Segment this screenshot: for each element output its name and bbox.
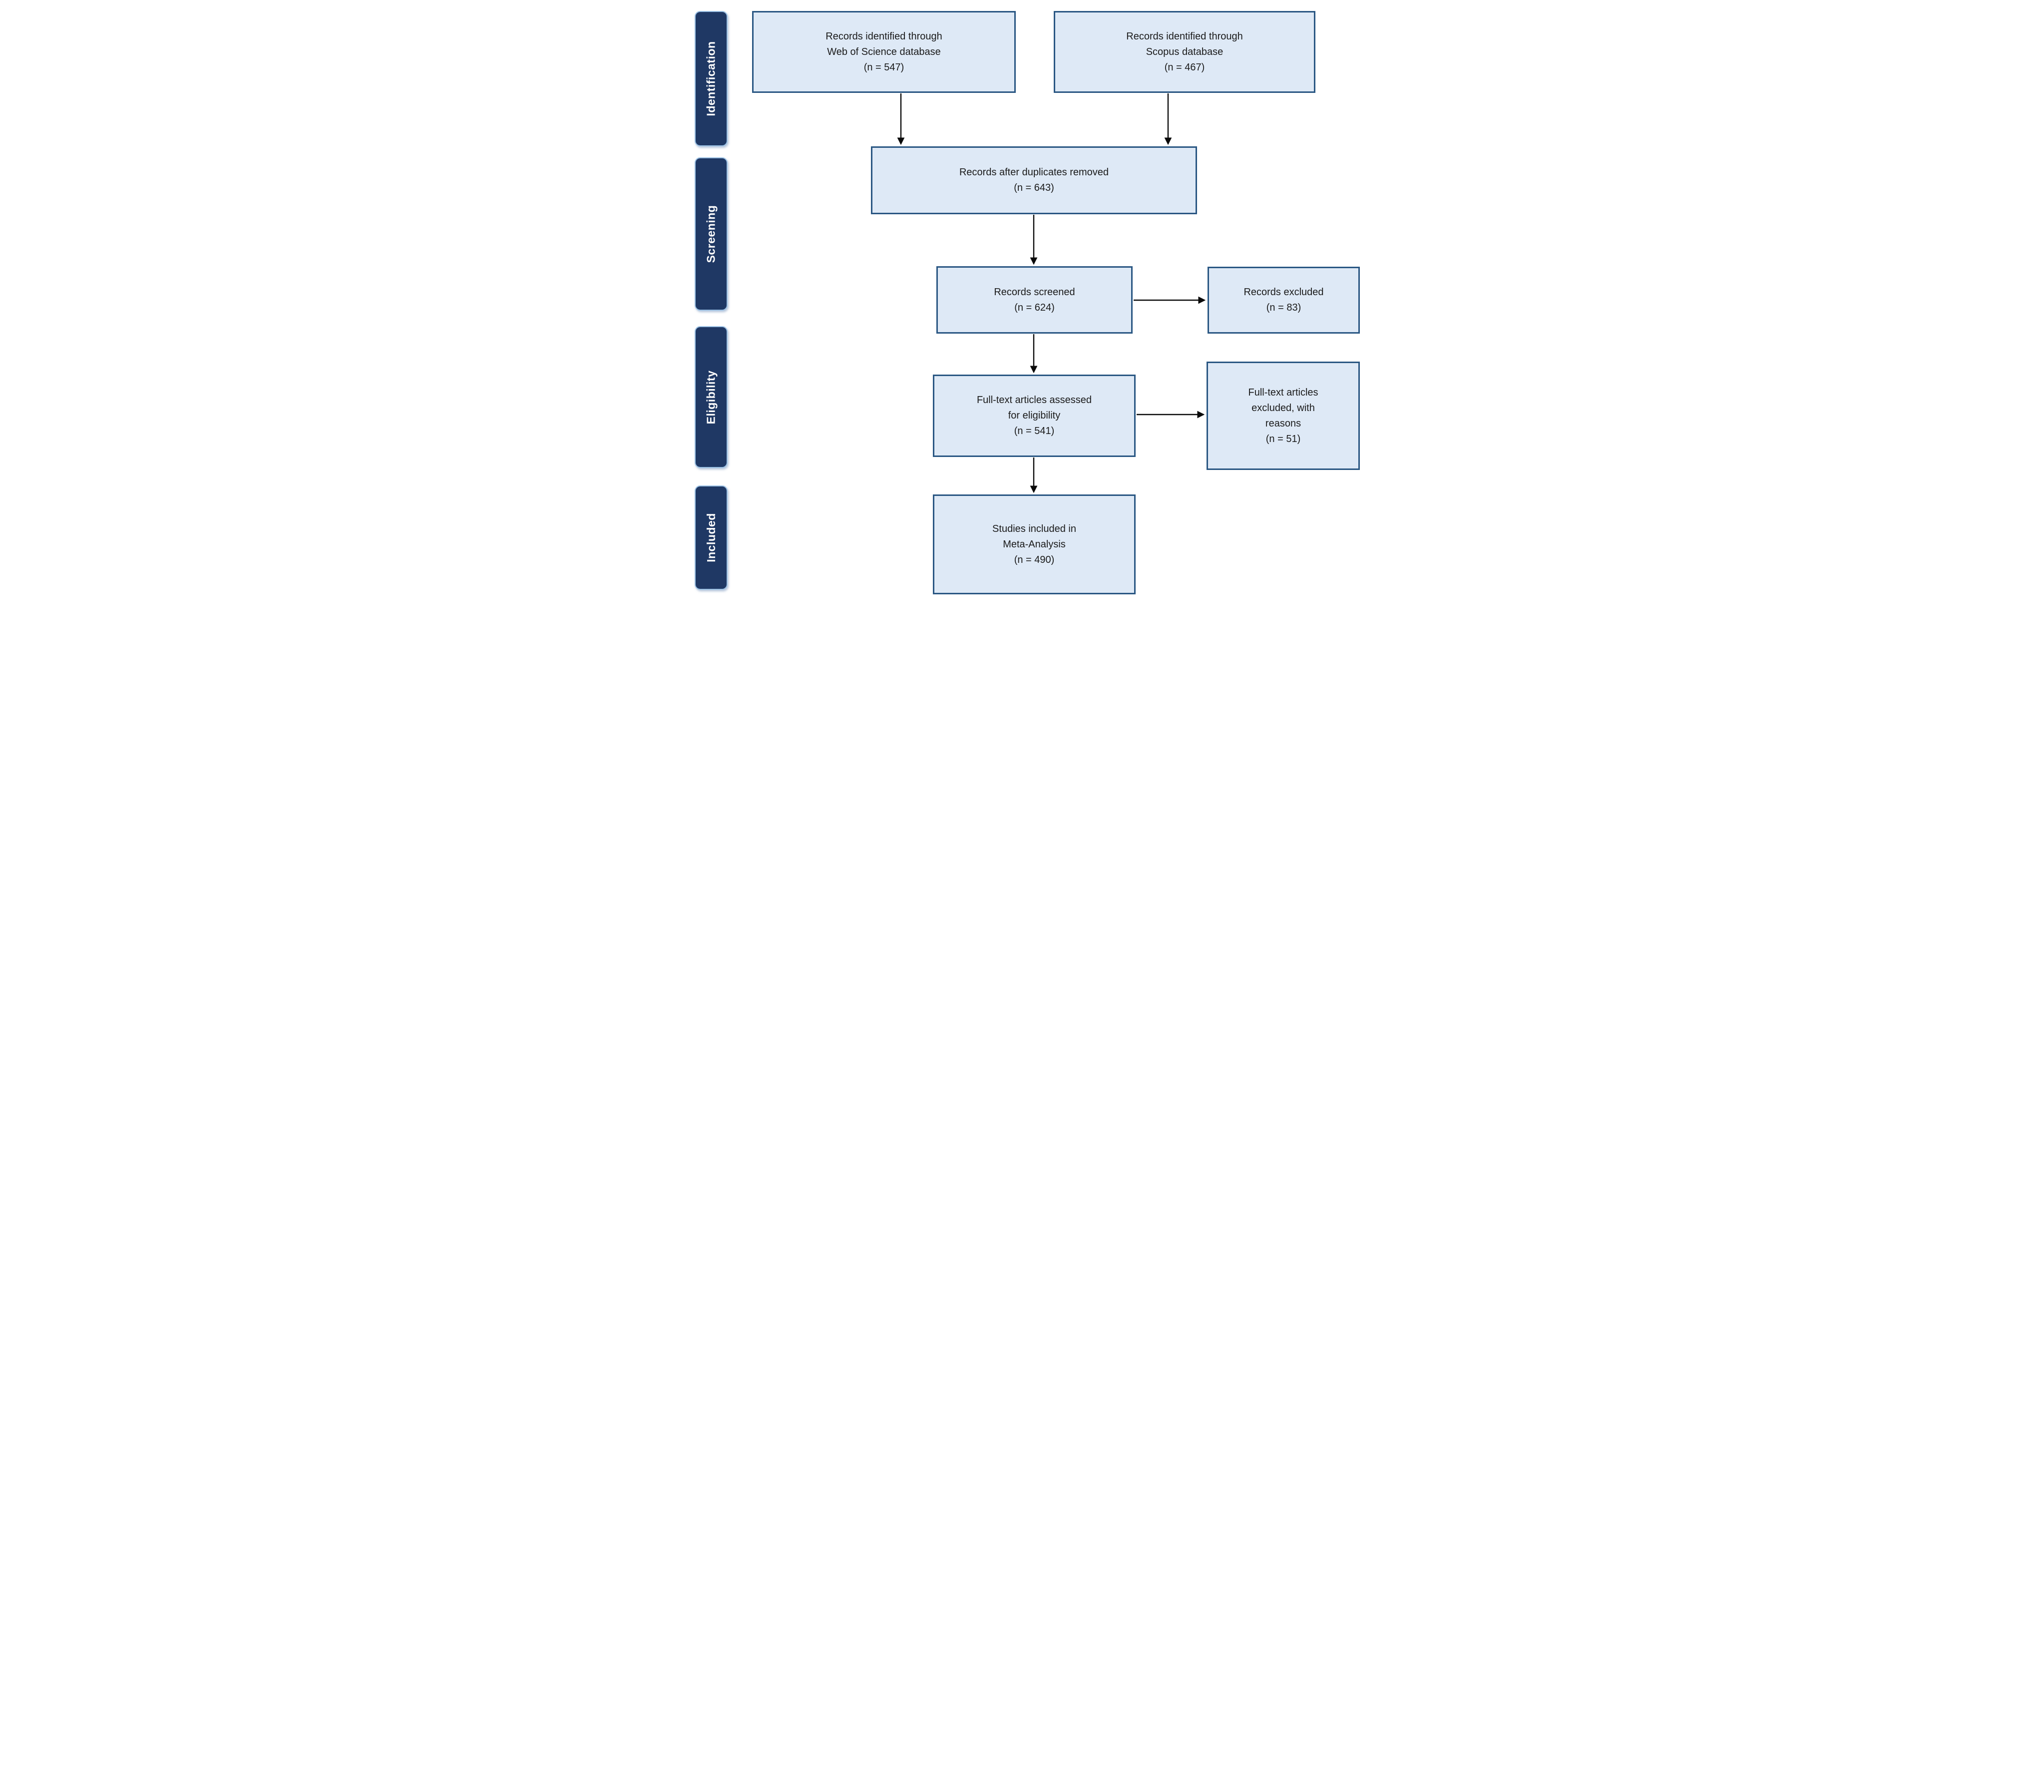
box-records-screened-text: Records screened (n = 624) — [994, 286, 1075, 313]
box-duplicates-removed: Records after duplicates removed (n = 64… — [871, 146, 1197, 214]
prisma-flow-diagram: Identification Screening Eligibility Inc… — [681, 0, 1363, 597]
box-records-identified-scopus: Records identified through Scopus databa… — [1054, 11, 1315, 93]
stage-included-label: Included — [704, 513, 718, 562]
stage-screening: Screening — [695, 157, 728, 311]
box-fulltext-excluded: Full-text articles excluded, with reason… — [1207, 362, 1360, 470]
box-records-identified-scopus-text: Records identified through Scopus databa… — [1126, 30, 1243, 73]
box-fulltext-excluded-text: Full-text articles excluded, with reason… — [1248, 387, 1318, 445]
box-records-excluded: Records excluded (n = 83) — [1208, 267, 1360, 334]
stage-screening-label: Screening — [704, 205, 718, 263]
stage-identification: Identification — [695, 11, 728, 146]
stage-eligibility-label: Eligibility — [704, 370, 718, 424]
box-records-identified-wos: Records identified through Web of Scienc… — [752, 11, 1016, 93]
box-studies-included-text: Studies included in Meta-Analysis (n = 4… — [992, 523, 1076, 565]
stage-identification-label: Identification — [704, 41, 718, 116]
box-studies-included: Studies included in Meta-Analysis (n = 4… — [933, 494, 1136, 594]
box-records-excluded-text: Records excluded (n = 83) — [1243, 287, 1324, 313]
box-records-screened: Records screened (n = 624) — [936, 266, 1133, 334]
stage-eligibility: Eligibility — [695, 326, 728, 468]
box-records-identified-wos-text: Records identified through Web of Scienc… — [825, 30, 942, 73]
box-fulltext-assessed-text: Full-text articles assessed for eligibil… — [976, 395, 1092, 437]
stage-included: Included — [695, 485, 728, 590]
box-duplicates-removed-text: Records after duplicates removed (n = 64… — [959, 167, 1109, 193]
box-fulltext-assessed: Full-text articles assessed for eligibil… — [933, 375, 1136, 457]
